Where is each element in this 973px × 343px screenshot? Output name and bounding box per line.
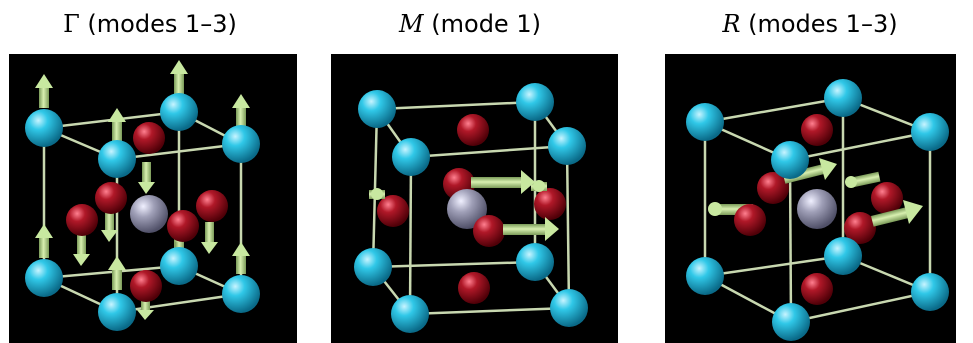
b-site-atom [130, 195, 168, 233]
anion-atoms [66, 122, 228, 302]
crystal-structure-m [354, 83, 588, 333]
crystal-panel-m [331, 54, 618, 343]
a-site-atoms [25, 93, 260, 331]
anion-atoms [734, 172, 903, 236]
gamma-symbol: Γ [63, 10, 80, 38]
panel-title-r: R (modes 1–3) [690, 10, 930, 38]
a-site-atoms [354, 83, 588, 333]
displacement-arrows [708, 171, 881, 216]
r-mode-label: (modes 1–3) [748, 10, 898, 38]
displacement-arrows [369, 180, 547, 200]
crystal-structure-r [686, 79, 949, 341]
a-site-atoms [686, 79, 949, 341]
displacement-arrows-front [471, 170, 559, 241]
crystal-structure-gamma [25, 60, 260, 331]
r-symbol: R [722, 10, 741, 38]
b-site-atom [797, 189, 876, 244]
panel-title-m: M (mode 1) [350, 10, 590, 38]
b-site-atom [443, 168, 505, 247]
crystal-panel-gamma [9, 54, 297, 343]
anion-atoms-back [801, 114, 833, 305]
anion-atoms [377, 114, 566, 304]
displacement-arrows-front [782, 158, 923, 227]
crystal-panel-r [665, 54, 956, 343]
panel-title-gamma: Γ (modes 1–3) [30, 10, 270, 38]
m-symbol: M [399, 10, 424, 38]
m-mode-label: (mode 1) [431, 10, 541, 38]
gamma-mode-label: (modes 1–3) [87, 10, 237, 38]
